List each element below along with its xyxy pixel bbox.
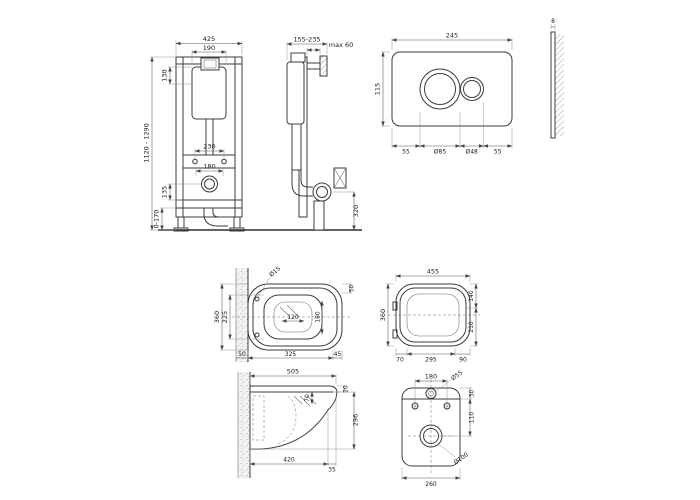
dim-seat-width: 360 [379, 309, 387, 321]
fixing-bolt-left [192, 158, 198, 165]
fixing-bolt-right [221, 158, 227, 165]
trapway-hidden [277, 395, 297, 445]
water-inlet [425, 388, 437, 399]
dim-corner: 50 [349, 285, 356, 293]
dim-wall-gap: max 60 [329, 41, 354, 49]
dim-bowl-width: 360 [213, 311, 221, 323]
dim-rim-height: 70 [304, 394, 311, 402]
dim-bottom-length: 420 [283, 457, 295, 464]
dim-drain-offset: 110 [469, 412, 476, 424]
dim-tank-top: 130 [161, 69, 169, 81]
dim-seat-front: 90 [459, 357, 467, 364]
cistern-tank [191, 66, 227, 120]
frame-side-view: 155-235 max 60 320 [286, 36, 360, 231]
wall-section [238, 372, 250, 478]
dim-bowl-front: 45 [334, 351, 342, 358]
dim-plate-height: 115 [374, 83, 382, 95]
dim-seat-right-bottom: 210 [468, 321, 475, 333]
dim-seat-middle: 295 [425, 357, 437, 364]
dim-top-offset: 30 [469, 390, 476, 398]
dim-inlet: Ø55 [450, 369, 464, 382]
dim-fixing-holes: Ø15 [268, 265, 282, 278]
dim-side-length: 505 [287, 368, 299, 376]
dim-front-lip: 35 [328, 467, 336, 474]
fixing-crossbar [182, 154, 236, 169]
dim-opening-width: 225 [221, 311, 229, 323]
dim-feet-range: 0-170 [153, 210, 161, 229]
flush-plate [391, 51, 513, 127]
dim-back-width: 260 [425, 481, 437, 488]
outlet-flange [312, 182, 332, 202]
dim-opening-depth: 180 [315, 311, 322, 323]
frame-foot-right [233, 216, 241, 229]
dim-opening-length: 120 [287, 314, 299, 321]
cistern-profile [286, 61, 305, 125]
wall-hatch [555, 34, 564, 136]
dim-depth-range: 155-235 [293, 36, 320, 44]
bowl-top-view: Ø15 360 225 120 180 50 50 325 45 [213, 265, 356, 362]
service-box [200, 57, 220, 71]
dim-plate-margin-right: 55 [494, 149, 502, 156]
fixing-hole-top [254, 296, 260, 302]
dim-lower-height: 135 [161, 186, 169, 198]
hinge-top [392, 301, 398, 311]
mounting-hidden [252, 395, 265, 441]
dim-outlet-height: 320 [352, 205, 360, 217]
flush-plate-view: 245 115 55 Ø85 Ø48 55 [374, 32, 513, 156]
small-flush-button [460, 77, 484, 101]
frame-front-view: 425 190 130 1120 - 1290 230 180 135 0-17… [143, 35, 245, 232]
dim-seat-hinge: 70 [396, 357, 404, 364]
dim-tank-width: 190 [203, 44, 215, 52]
dim-plate-margin-left: 55 [402, 149, 410, 156]
seat-top-view: 455 360 140 210 70 295 90 [379, 268, 480, 364]
dim-seat-thickness: 20 [343, 385, 350, 393]
fixing-hole-bottom [254, 332, 260, 338]
dim-back-bolt-spacing: 180 [425, 373, 437, 381]
dim-body-height: 296 [352, 414, 360, 426]
bowl-back-view: 180 Ø55 30 110 Ø100 260 [401, 369, 476, 488]
dim-frame-width: 425 [203, 35, 215, 43]
frame-foot-left [177, 216, 185, 229]
drain-socket [201, 175, 218, 193]
wall-bracket-plate [319, 55, 328, 77]
dim-bowl-length: 325 [285, 351, 297, 358]
dim-seat-right-top: 140 [468, 290, 475, 302]
wall-bracket-arm [306, 62, 321, 70]
bowl-side-view: 505 20 70 296 420 35 [237, 368, 360, 478]
bowl-profile [249, 385, 338, 450]
down-pipe [313, 200, 325, 231]
plate-profile [550, 31, 556, 139]
dim-big-button: Ø85 [434, 149, 447, 156]
dim-frame-height-range: 1120 - 1290 [143, 123, 151, 163]
dim-wall-thickness: 50 [238, 351, 246, 358]
wall-section [236, 268, 248, 362]
hinge-bottom [392, 329, 398, 339]
plate-profile-view: 8 [550, 18, 564, 139]
dim-plate-width: 245 [446, 32, 458, 40]
dim-bolt-spacing: 230 [203, 143, 215, 151]
dim-small-button: Ø48 [466, 149, 479, 156]
dim-plate-thickness: 8 [551, 18, 555, 25]
dim-seat-length: 455 [427, 268, 439, 276]
dim-drain-spacing: 180 [203, 163, 215, 171]
